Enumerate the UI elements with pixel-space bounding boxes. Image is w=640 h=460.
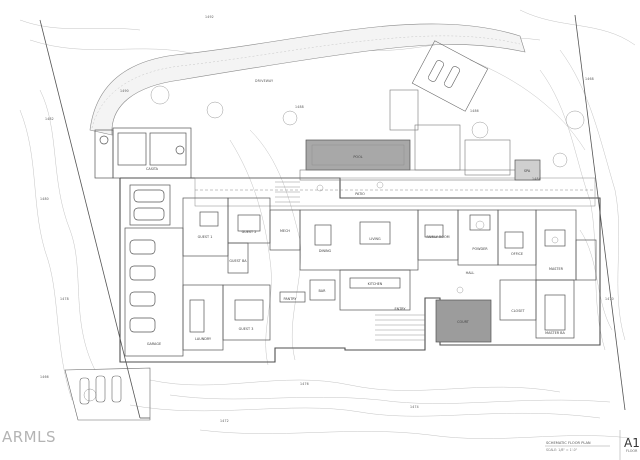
sheet-number: A1 bbox=[624, 436, 640, 450]
casita-block bbox=[94, 127, 192, 179]
contour-1478: 1478 bbox=[60, 297, 69, 301]
contour-1480: 1480 bbox=[40, 197, 49, 201]
covered-patio bbox=[194, 177, 596, 207]
label-dining: DINING bbox=[319, 249, 332, 253]
label-guest-bath: GUEST BA bbox=[229, 259, 247, 263]
contour-1474: 1474 bbox=[410, 405, 419, 409]
label-office: OFFICE bbox=[511, 252, 523, 256]
label-entry: ENTRY bbox=[395, 307, 407, 311]
label-powder: POWDER bbox=[472, 247, 488, 251]
label-guest-2: GUEST 2 bbox=[242, 230, 257, 234]
contour-1490: 1490 bbox=[120, 89, 129, 93]
west-wing bbox=[182, 197, 271, 351]
contour-1488: 1488 bbox=[295, 105, 304, 109]
label-master-bath: MASTER BA bbox=[545, 331, 565, 335]
title-block-rule bbox=[545, 430, 621, 460]
drawing-scale: SCALE: 1/8" = 1'-0" bbox=[546, 448, 578, 452]
courtyard bbox=[435, 299, 492, 343]
contour-1472: 1472 bbox=[220, 419, 229, 423]
label-master-bed: MASTER bbox=[549, 267, 564, 271]
label-garage: GARAGE bbox=[147, 342, 161, 346]
ne-motor-court bbox=[411, 40, 489, 112]
label-guest-1: GUEST 1 bbox=[198, 235, 213, 239]
drawing-title: SCHEMATIC FLOOR PLAN bbox=[546, 441, 591, 445]
label-courtyard: COURT bbox=[457, 320, 470, 324]
contour-1468: 1468 bbox=[585, 77, 594, 81]
room-labels: POOL PATIO LIVING DINING KITCHEN BAR FAM… bbox=[146, 155, 566, 346]
entry-steps bbox=[275, 181, 425, 341]
contour-1470: 1470 bbox=[605, 297, 614, 301]
label-spa: SPA bbox=[524, 169, 531, 173]
pool-deck bbox=[299, 89, 541, 181]
label-patio: PATIO bbox=[355, 192, 365, 196]
contour-1484: 1484 bbox=[532, 177, 541, 181]
site-labels: DRIVEWAY 1492 1490 1488 1486 1484 1482 1… bbox=[40, 15, 614, 423]
label-kitchen: KITCHEN bbox=[368, 282, 383, 286]
contour-1476: 1476 bbox=[300, 382, 309, 386]
label-family-room: FAMILY ROOM bbox=[426, 235, 449, 239]
label-driveway: DRIVEWAY bbox=[255, 79, 273, 83]
label-bar: BAR bbox=[318, 289, 326, 293]
building-footprint bbox=[119, 177, 601, 363]
driveway bbox=[89, 23, 526, 136]
west-parking bbox=[64, 367, 151, 421]
furniture-marks bbox=[316, 181, 559, 294]
watermark-logo: ARMLS bbox=[2, 428, 57, 446]
label-guest-3: GUEST 3 bbox=[239, 327, 254, 331]
contour-1482: 1482 bbox=[45, 117, 54, 121]
east-wing bbox=[417, 209, 597, 339]
label-mech: MECH bbox=[280, 229, 290, 233]
label-closet: CLOSET bbox=[511, 309, 525, 313]
label-laundry: LAUNDRY bbox=[195, 337, 212, 341]
contour-1466: 1466 bbox=[40, 375, 49, 379]
label-hall: HALL bbox=[466, 271, 475, 275]
label-living: LIVING bbox=[369, 237, 381, 241]
spa bbox=[514, 159, 541, 181]
contour-1492: 1492 bbox=[205, 15, 214, 19]
label-casita: CASITA bbox=[146, 167, 159, 171]
great-room bbox=[269, 209, 419, 311]
contour-1486: 1486 bbox=[470, 109, 479, 113]
sheet-label: FLOOR bbox=[626, 449, 638, 453]
label-pool: POOL bbox=[353, 155, 362, 159]
label-pantry: PANTRY bbox=[284, 297, 298, 301]
